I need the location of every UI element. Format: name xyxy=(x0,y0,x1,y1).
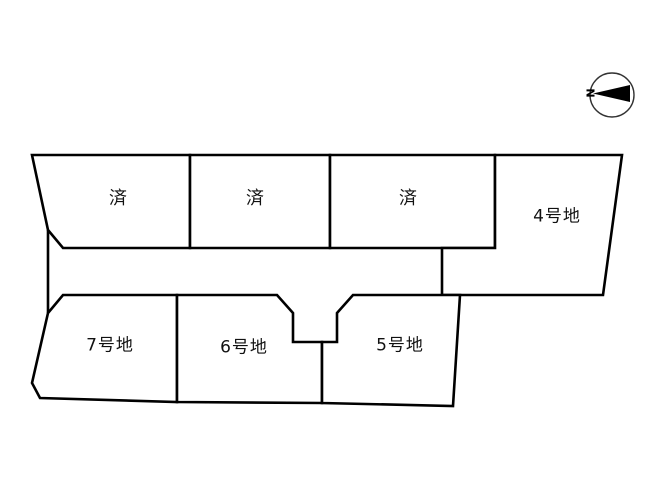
plot-lot-6 xyxy=(175,293,324,405)
plot-sold-1 xyxy=(30,153,192,250)
plot-label-sold-3: 済 xyxy=(399,188,417,209)
plot-label-lot-5: 5号地 xyxy=(376,335,424,356)
plot-label-lot-4: 4号地 xyxy=(533,206,581,227)
plot-label-sold-1: 済 xyxy=(109,188,127,209)
compass-icon: N xyxy=(584,72,635,118)
compass-north-label: N xyxy=(584,88,597,97)
plot-lot-5 xyxy=(320,293,462,408)
plot-label-sold-2: 済 xyxy=(246,188,264,209)
plot-label-lot-6: 6号地 xyxy=(220,337,268,358)
plot-label-lot-7: 7号地 xyxy=(86,335,134,356)
